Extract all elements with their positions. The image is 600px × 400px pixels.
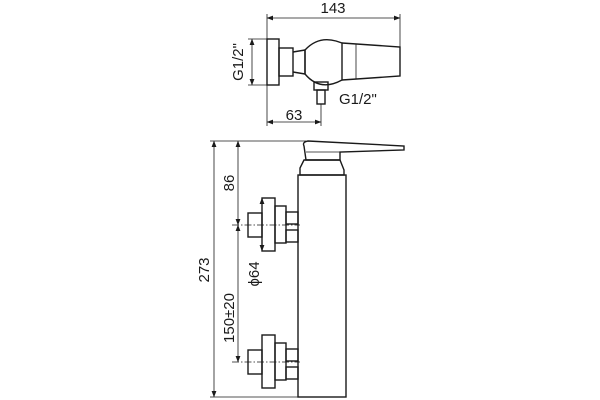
top-lever: [341, 42, 401, 81]
dim-label-outlet: G1/2": [339, 91, 377, 108]
dim-label-143: 143: [320, 0, 345, 17]
top-inlet-flange: [266, 38, 280, 86]
front-body: [297, 174, 347, 398]
top-inlet-nut: [278, 47, 294, 77]
dim-label-86: 86: [221, 175, 238, 192]
top-neck: [292, 49, 306, 75]
dim-label-150: 150±20: [221, 293, 238, 343]
dim-label-63: 63: [286, 107, 303, 124]
front-cap: [299, 159, 345, 176]
dim-label-64: ϕ64: [246, 261, 263, 286]
lower-connection: [247, 334, 299, 389]
top-view: 143 G1/2" G1/2" 63: [230, 0, 401, 126]
top-body: [304, 38, 343, 86]
lower-flange: [261, 334, 276, 389]
dim-label-inlet: G1/2": [230, 43, 247, 81]
upper-connection: [247, 197, 299, 252]
front-lever: [302, 140, 405, 161]
upper-flange: [261, 197, 276, 252]
dim-label-273: 273: [196, 257, 213, 282]
front-view: 273 86 150±20 ϕ64: [196, 140, 405, 398]
top-outlet-pipe: [316, 89, 326, 105]
